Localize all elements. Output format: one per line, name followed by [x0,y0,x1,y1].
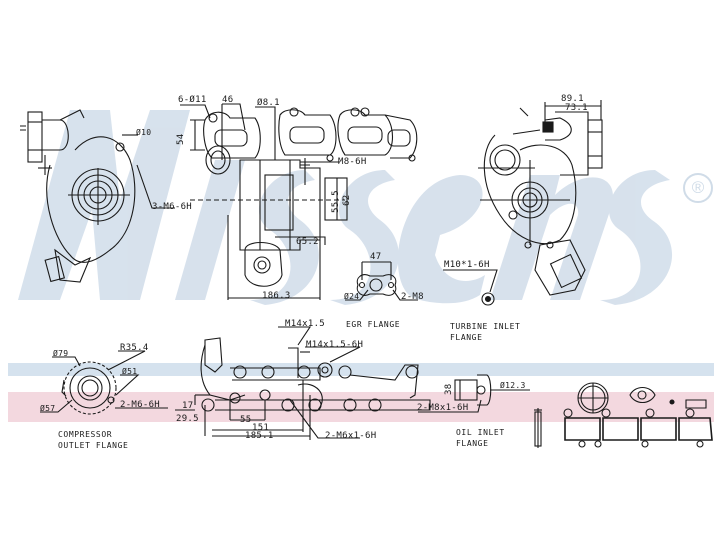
turbine-inlet-caption-line2: FLANGE [450,333,483,342]
oil-inlet-caption-line2: FLANGE [456,439,489,448]
egr-flange-caption: EGR FLANGE [346,320,401,329]
compressor-outer-dia-label: Ø79 [53,349,69,358]
bottom-view-drawing [175,326,431,440]
bottom-thread-a-label: M14x1.5 [285,319,326,329]
rear-w-89-1-label: 89.1 [561,94,584,104]
egr-flange-drawing [345,261,418,301]
oil-inlet-caption-line1: OIL INLET [456,428,505,437]
oil-inlet-h-38-label: 38 [444,383,454,395]
bottom-w-151-label: 151 [252,423,270,433]
rear-view-drawing [478,100,603,296]
side-view-drawing [20,109,175,283]
front-view-drawing [180,103,418,300]
side-view-hole-label: Ø10 [136,128,152,137]
bottom-w-185-1-label: 185.1 [245,431,274,441]
turbine-inlet-caption-line1: TURBINE INLET [450,322,521,331]
rear-w-73-1-label: 73.1 [565,103,588,113]
compressor-outlet-flange-drawing [40,350,168,415]
front-h-62-label: 62 [342,194,352,206]
front-thread-label: M8-6H [338,157,367,167]
registered-trademark-symbol: ® [683,173,713,203]
blue-band [8,363,714,376]
bottom-thread-b-label: M14x1.5-6H [306,340,364,350]
front-width-46-label: 46 [222,95,234,105]
bottom-h-17-label: 17 [182,401,194,411]
egr-pitch-label: 47 [370,252,382,262]
bottom-w-55-label: 55 [240,415,252,425]
front-h-55-5-label: 55.5 [331,190,341,213]
oil-inlet-bore-label: Ø12.3 [500,381,526,390]
oil-inlet-flange-drawing [418,374,530,413]
front-dia-8-1-label: Ø8.1 [257,98,280,108]
compressor-outlet-caption-line1: COMPRESSOR [58,430,113,439]
egr-bolts-label: 2-M8 [401,292,424,302]
oil-inlet-bolts-label: 2-M8x1-6H [417,403,469,413]
front-holes-label: 6-Ø11 [178,95,207,105]
compressor-inner-dia-label: Ø51 [122,367,138,376]
front-d-65-2-label: 65.2 [296,237,319,247]
front-height-54-label: 54 [176,133,186,145]
pink-band [8,392,714,422]
turbine-inlet-flange-drawing [443,269,498,306]
turbine-inlet-thread-label: M10*1-6H [444,260,490,270]
compressor-outlet-caption-line2: OUTLET FLANGE [58,441,129,450]
front-w-186-3-label: 186.3 [262,291,291,301]
gasket-kit-drawing [534,382,713,448]
egr-bore-label: Ø24 [344,292,360,301]
side-view-bolts-label: 3-M6-6H [152,202,193,212]
bottom-h-29-5-label: 29.5 [176,414,199,424]
compressor-radius-label: R35.4 [120,343,149,353]
compressor-bore-label: Ø57 [40,404,56,413]
compressor-bolts-label: 2-M6-6H [120,400,161,410]
bottom-bolts-label: 2-M6x1-6H [325,431,377,441]
